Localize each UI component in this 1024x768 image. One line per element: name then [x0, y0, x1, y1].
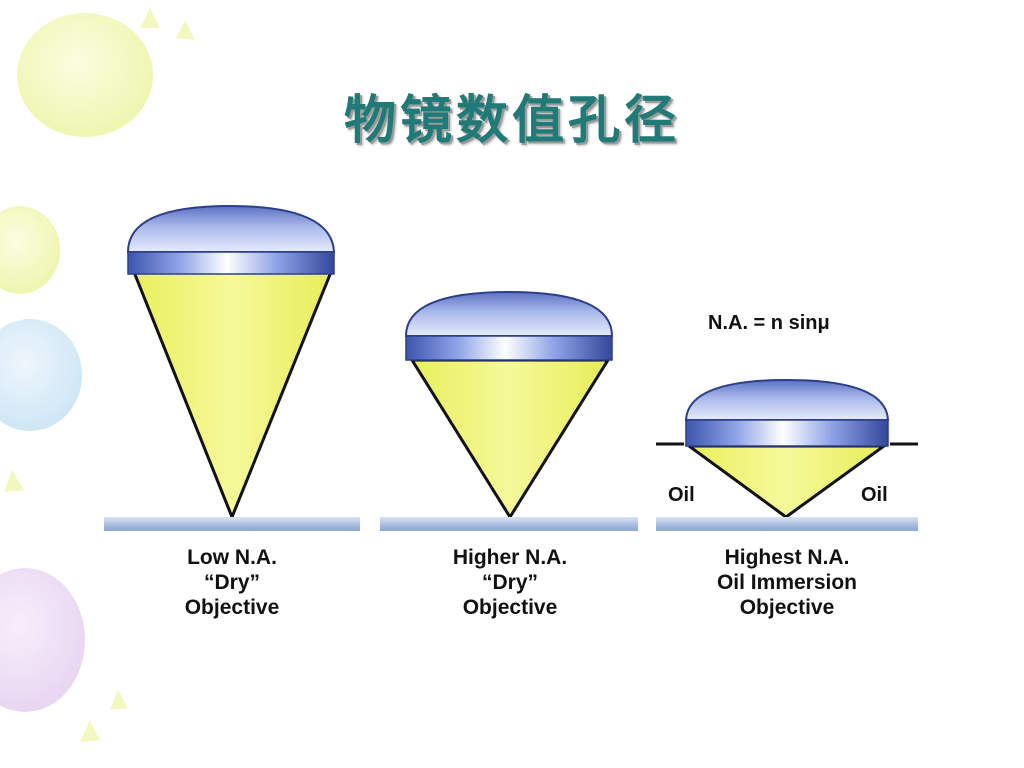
lens-dome-highest — [684, 378, 890, 421]
caption-higher-line-2: “Dry” — [482, 571, 538, 594]
balloon-blue — [0, 319, 82, 431]
na-formula: N.A. = n sinμ — [708, 312, 830, 334]
light-cone-low — [131, 270, 334, 522]
caption-low: Low N.A. “Dry” Objective — [185, 546, 280, 619]
lens-band-low — [127, 251, 335, 275]
lens-dome-higher — [404, 290, 614, 337]
objective-higher-na — [380, 290, 638, 531]
oil-label-right: Oil — [861, 484, 888, 506]
slide-title: 物镜数值孔径 — [343, 91, 680, 151]
caption-highest-line-1: Highest N.A. — [725, 546, 850, 569]
caption-higher-line-3: Objective — [463, 596, 558, 619]
objective-highest-na: N.A. = n sinμ Oil Oil — [656, 312, 918, 531]
light-cone-higher — [409, 358, 611, 520]
caption-highest-line-2: Oil Immersion — [717, 571, 857, 594]
slide-base-low — [104, 517, 360, 531]
caption-low-line-3: Objective — [185, 596, 280, 619]
lens-band-highest — [685, 419, 889, 447]
light-cone-highest — [684, 444, 889, 519]
oil-label-left: Oil — [668, 484, 695, 506]
caption-low-line-2: “Dry” — [204, 571, 260, 594]
caption-higher-line-1: Higher N.A. — [453, 546, 567, 569]
lens-dome-low — [126, 204, 336, 253]
slide-base-higher — [380, 517, 638, 531]
caption-highest-line-3: Objective — [740, 596, 835, 619]
slide-base-highest — [656, 517, 918, 531]
balloon-yellow-small — [0, 206, 60, 294]
balloon-purple — [0, 568, 85, 712]
objective-low-na — [104, 204, 360, 531]
caption-highest: Highest N.A. Oil Immersion Objective — [717, 546, 857, 619]
lens-band-higher — [405, 335, 613, 361]
caption-higher: Higher N.A. “Dry” Objective — [453, 546, 567, 619]
caption-low-line-1: Low N.A. — [187, 546, 277, 569]
balloon-yellow — [17, 13, 153, 137]
